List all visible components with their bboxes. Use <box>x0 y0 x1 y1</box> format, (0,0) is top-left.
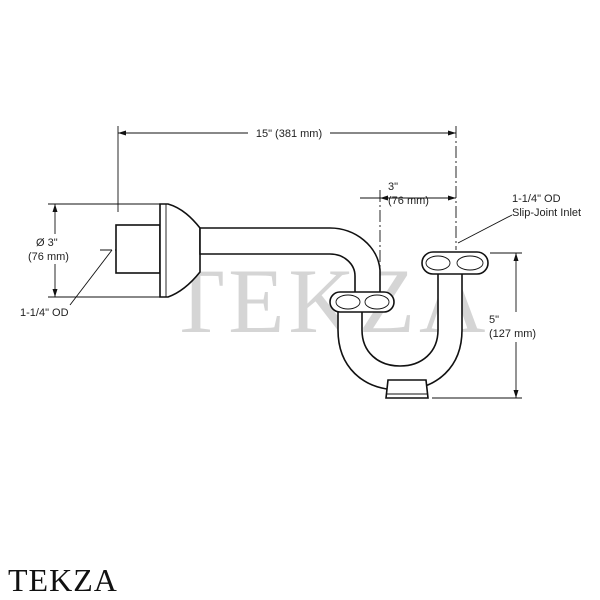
inlet-label-top: 1-1/4" OD <box>512 193 561 205</box>
escutcheon-flange <box>159 203 201 298</box>
slip-nut-right <box>421 251 489 275</box>
u-bend <box>337 267 463 399</box>
flange-diameter-label-bottom: (76 mm) <box>28 251 69 263</box>
overall-width-dimension: 15" (381 mm) <box>117 126 457 250</box>
offset-dimension: 3" (76 mm) <box>360 181 456 290</box>
wall-tube <box>115 224 161 274</box>
brand-logo-text: TEKZA <box>8 562 118 598</box>
slip-nut-left <box>329 291 395 313</box>
inlet-callout: 1-1/4" OD Slip-Joint Inlet <box>457 193 581 244</box>
wall-tube-label: 1-1/4" OD <box>20 307 69 319</box>
height-label-top: 5" <box>489 314 499 326</box>
flange-diameter-label-top: Ø 3" <box>36 237 58 249</box>
height-dimension: 5" (127 mm) <box>432 252 544 399</box>
overall-width-label: 15" (381 mm) <box>256 128 322 140</box>
flange-diameter-dimension: Ø 3" (76 mm) <box>26 203 160 298</box>
offset-label-top: 3" <box>388 181 398 193</box>
offset-label-bottom: (76 mm) <box>388 195 429 207</box>
inlet-label-bottom: Slip-Joint Inlet <box>512 207 581 219</box>
wall-tube-callout: 1-1/4" OD <box>20 249 113 319</box>
height-label-bottom: (127 mm) <box>489 328 536 340</box>
